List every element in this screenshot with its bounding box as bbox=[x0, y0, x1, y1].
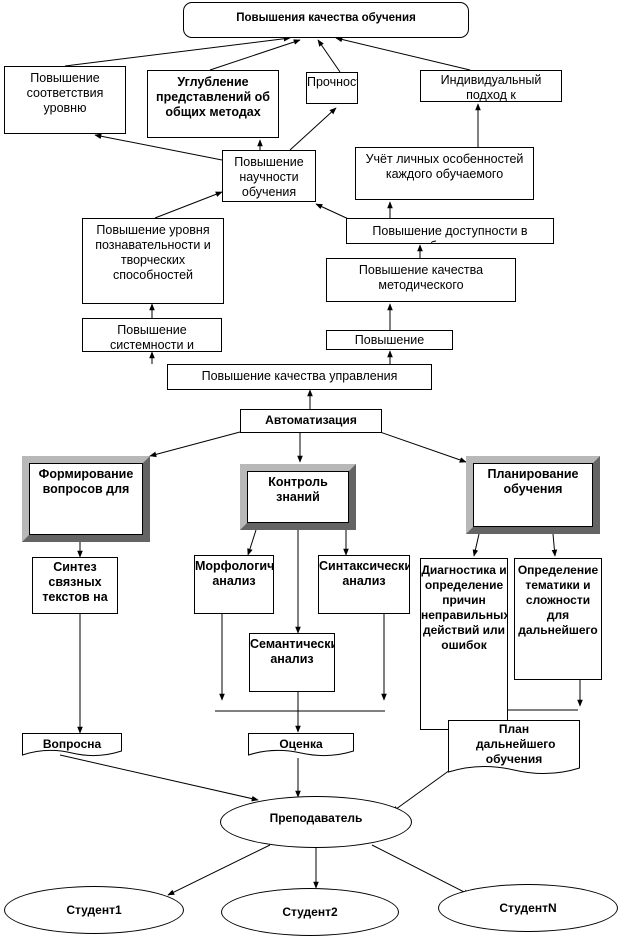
questionnaire-text: Вопросна bbox=[42, 737, 102, 751]
node-systematic: Повышение системности и bbox=[82, 318, 222, 352]
grade-text: Оценка bbox=[279, 737, 323, 751]
node-increase: Повышение bbox=[326, 330, 453, 350]
node-planning: Планирование обучения bbox=[466, 456, 600, 534]
node-automation: Автоматизация bbox=[240, 409, 382, 433]
node-scientific: Повышение научности обучения bbox=[222, 150, 316, 202]
node-morph: Морфологический анализ bbox=[194, 555, 274, 614]
node-forming: Формирование вопросов для bbox=[22, 456, 150, 542]
node-diagnostics: Диагностика и определение причин неправи… bbox=[420, 558, 508, 730]
node-conformity: Повышение соответствия уровню bbox=[4, 66, 126, 134]
node-questionnaire bbox=[22, 733, 122, 757]
node-plan-label: План дальнейшего обучения bbox=[448, 722, 580, 772]
node-control: Контроль знаний bbox=[240, 464, 356, 530]
node-studentN: СтудентN bbox=[438, 884, 618, 932]
node-accessibility: Повышение доступности в обучении bbox=[346, 218, 554, 244]
node-planning-label: Планирование обучения bbox=[473, 463, 593, 527]
node-grade bbox=[248, 733, 354, 757]
node-cognitive: Повышение уровня познавательности и твор… bbox=[82, 218, 224, 304]
node-teacher: Преподаватель bbox=[220, 796, 412, 848]
node-student2: Студент2 bbox=[221, 888, 399, 936]
node-grade-label: Оценка bbox=[248, 737, 354, 755]
node-deepening: Углубление представлений об общих метода… bbox=[147, 70, 279, 138]
node-syntax: Синтаксический анализ bbox=[318, 555, 410, 614]
node-control-label: Контроль знаний bbox=[247, 471, 349, 523]
node-topics: Определение тематики и сложности для дал… bbox=[514, 558, 602, 680]
node-questionnaire-label: Вопросна bbox=[22, 737, 122, 755]
node-personal: Учёт личных особенностей каждого обучаем… bbox=[355, 147, 534, 200]
node-individual: Индивидуальный подход к bbox=[420, 70, 562, 102]
plan-text: План дальнейшего обучения bbox=[476, 722, 556, 766]
node-methodical: Повышение качества методического bbox=[326, 258, 516, 302]
node-forming-label: Формирование вопросов для bbox=[29, 463, 143, 535]
node-top: Повышения качества обучения bbox=[183, 2, 469, 38]
node-durability: Прочность bbox=[306, 72, 358, 104]
node-plan bbox=[448, 720, 580, 775]
node-synthesis: Синтез связных текстов на bbox=[32, 557, 118, 614]
node-management: Повышение качества управления bbox=[167, 364, 432, 390]
node-semantic: Семантический анализ bbox=[249, 633, 335, 692]
node-student1: Студент1 bbox=[4, 886, 184, 934]
